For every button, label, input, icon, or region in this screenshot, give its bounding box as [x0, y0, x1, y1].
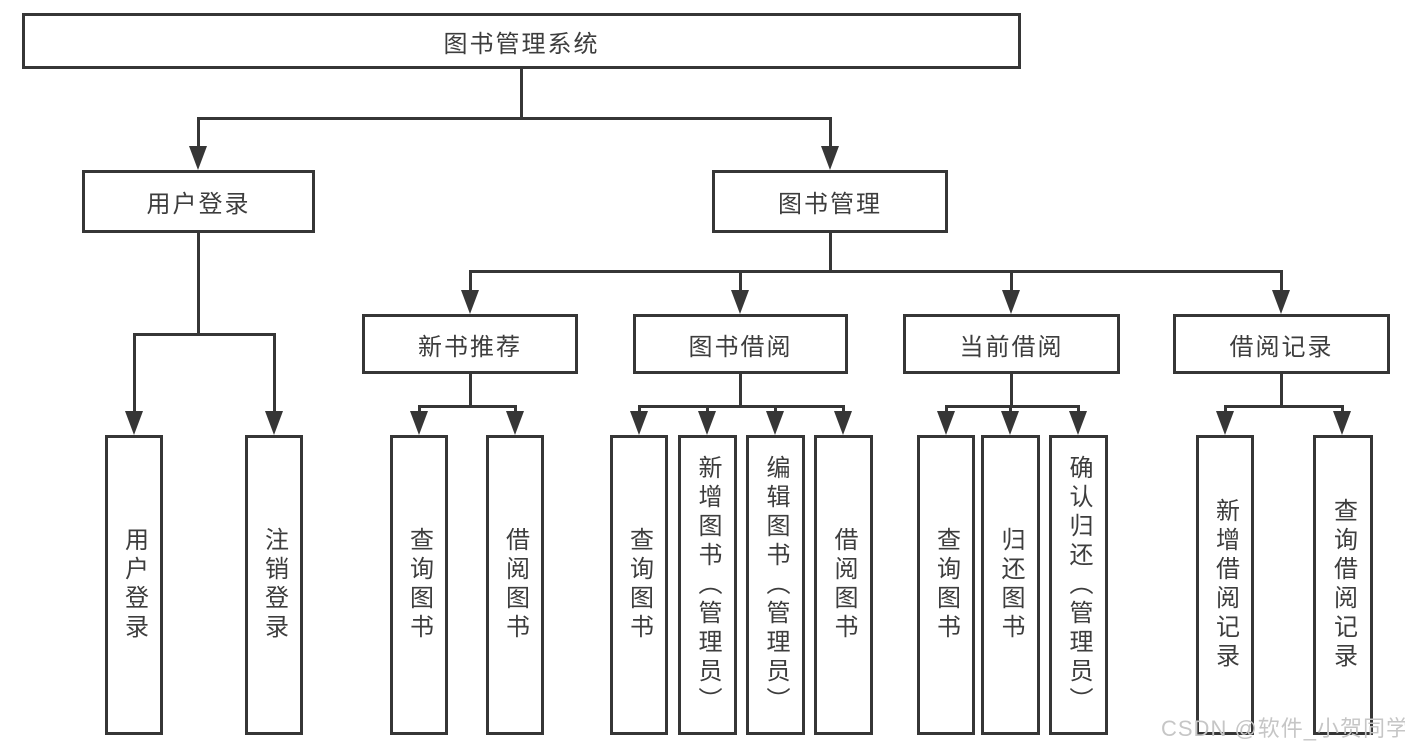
leaf-confirm-return-admin: 确认归还（管理员）: [1049, 435, 1108, 735]
edge-line: [1010, 270, 1013, 293]
arrow-down-icon: [265, 411, 283, 435]
leaf-borrow-books-recommend: 借阅图书: [486, 435, 544, 735]
node-label: 注销登录: [260, 527, 288, 643]
node-label: 用户登录: [120, 527, 148, 643]
edge-line: [418, 405, 421, 415]
leaf-query-books-current: 查询图书: [917, 435, 975, 735]
node-label: 图书管理: [778, 191, 882, 218]
edge-line: [842, 405, 845, 415]
edge-line: [514, 405, 517, 415]
edge-line: [133, 333, 136, 413]
node-current-borrowing: 当前借阅: [903, 314, 1120, 374]
edge-line: [1077, 405, 1080, 415]
edge-line: [197, 233, 200, 336]
arrow-down-icon: [1216, 411, 1234, 435]
arrow-down-icon: [630, 411, 648, 435]
edge-line: [638, 405, 641, 415]
node-label: 当前借阅: [959, 333, 1064, 361]
arrow-down-icon: [189, 146, 207, 170]
edge-line: [829, 233, 832, 273]
arrow-down-icon: [1272, 290, 1290, 314]
edge-line: [469, 374, 472, 408]
edge-line: [706, 405, 709, 415]
node-label: 归还图书: [997, 527, 1024, 643]
arrow-down-icon: [410, 411, 428, 435]
node-label: 借阅图书: [501, 527, 529, 643]
edge-line: [1009, 405, 1012, 415]
arrow-down-icon: [461, 290, 479, 314]
node-label: 编辑图书（管理员）: [762, 454, 789, 716]
node-label: 确认归还（管理员）: [1065, 454, 1092, 716]
arrow-down-icon: [1002, 290, 1020, 314]
edge-line: [945, 405, 1079, 408]
node-book-borrowing: 图书借阅: [633, 314, 848, 374]
edge-line: [1280, 270, 1283, 293]
leaf-logout: 注销登录: [245, 435, 303, 735]
node-label: 图书借阅: [688, 333, 793, 361]
leaf-borrow-books: 借阅图书: [814, 435, 873, 735]
node-label: 查询图书: [625, 527, 653, 643]
leaf-query-books-borrowing: 查询图书: [610, 435, 668, 735]
leaf-add-books-admin: 新增图书（管理员）: [678, 435, 737, 735]
leaf-user-login: 用户登录: [105, 435, 163, 735]
edge-line: [945, 405, 948, 415]
node-borrowing-records: 借阅记录: [1173, 314, 1390, 374]
leaf-return-books: 归还图书: [981, 435, 1040, 735]
edge-line: [1224, 405, 1227, 415]
node-label: 新书推荐: [418, 333, 522, 361]
edge-line: [1010, 374, 1013, 408]
edge-line: [829, 117, 832, 149]
node-label: 借阅记录: [1229, 333, 1334, 361]
arrow-down-icon: [125, 411, 143, 435]
edge-line: [1280, 374, 1283, 408]
node-label: 查询借阅记录: [1329, 498, 1357, 672]
arrow-down-icon: [766, 411, 784, 435]
csdn-watermark: CSDN @软件_小贺同学: [1161, 716, 1405, 741]
edge-line: [739, 270, 742, 293]
arrow-down-icon: [834, 411, 852, 435]
node-label: 用户登录: [146, 191, 251, 218]
node-label: 新增借阅记录: [1211, 498, 1239, 672]
arrow-down-icon: [1333, 411, 1351, 435]
node-library-management-system: 图书管理系统: [22, 13, 1021, 69]
arrow-down-icon: [698, 411, 716, 435]
leaf-query-borrow-record: 查询借阅记录: [1313, 435, 1373, 735]
node-label: 查询图书: [405, 527, 433, 643]
edge-line: [418, 405, 517, 408]
leaf-add-borrow-record: 新增借阅记录: [1196, 435, 1254, 735]
edge-line: [1224, 405, 1344, 408]
edge-line: [133, 333, 275, 336]
edge-line: [638, 405, 845, 408]
arrow-down-icon: [1001, 411, 1019, 435]
edge-line: [273, 333, 276, 413]
edge-line: [197, 117, 200, 149]
node-label: 图书管理系统: [443, 30, 600, 58]
edge-line: [739, 374, 742, 408]
node-label: 借阅图书: [830, 527, 857, 643]
node-label: 新增图书（管理员）: [694, 454, 721, 716]
edge-line: [520, 69, 523, 120]
arrow-down-icon: [1069, 411, 1087, 435]
edge-line: [469, 270, 1283, 273]
edge-line: [774, 405, 777, 415]
node-new-book-recommendation: 新书推荐: [362, 314, 578, 374]
node-book-management: 图书管理: [712, 170, 948, 233]
arrow-down-icon: [506, 411, 524, 435]
node-label: 查询图书: [932, 527, 960, 643]
edge-line: [1341, 405, 1344, 415]
arrow-down-icon: [937, 411, 955, 435]
edge-line: [197, 117, 832, 120]
arrow-down-icon: [731, 290, 749, 314]
edge-line: [469, 270, 472, 293]
arrow-down-icon: [821, 146, 839, 170]
leaf-query-books-recommend: 查询图书: [390, 435, 448, 735]
leaf-edit-books-admin: 编辑图书（管理员）: [746, 435, 805, 735]
node-user-login: 用户登录: [82, 170, 315, 233]
